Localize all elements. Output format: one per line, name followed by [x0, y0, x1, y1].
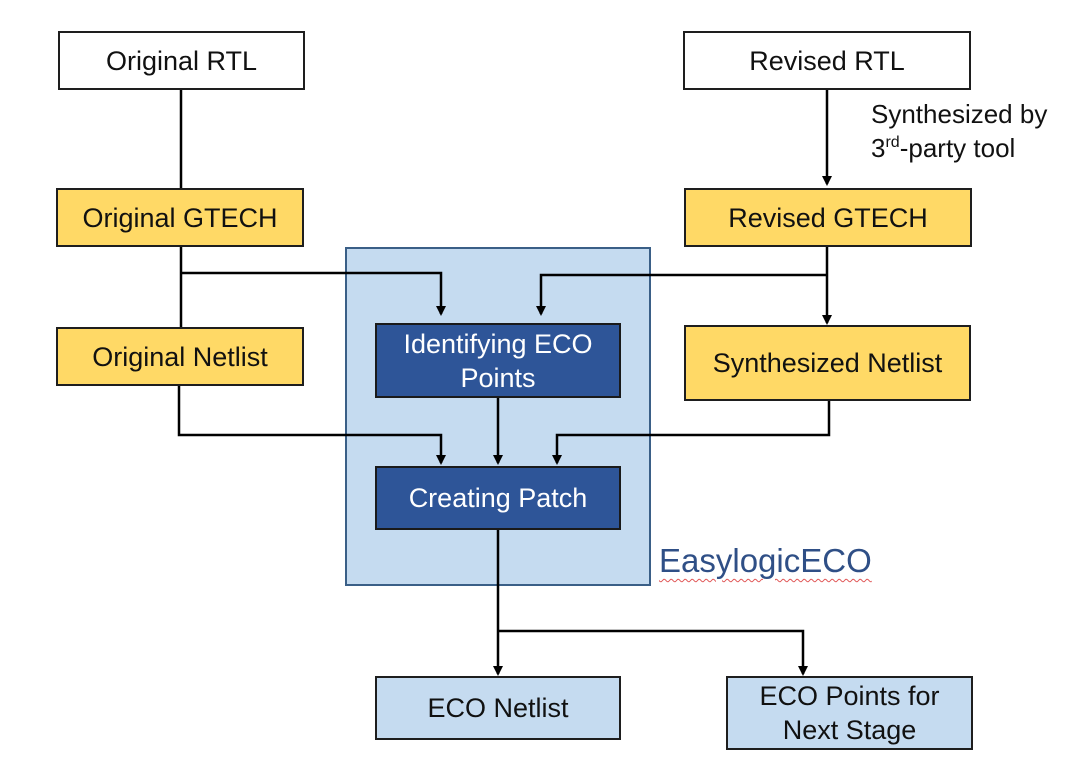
eco-points-next-stage-box: ECO Points for Next Stage — [726, 676, 973, 750]
edge-creating-to-next-stage — [498, 629, 808, 676]
original-netlist-box: Original Netlist — [56, 327, 304, 386]
revised-rtl-box: Revised RTL — [683, 31, 971, 90]
synthesis-annotation: Synthesized by 3rd-party tool — [871, 97, 1047, 165]
eco-netlist-box: ECO Netlist — [375, 676, 621, 740]
annotation-line-1: Synthesized by — [871, 99, 1048, 129]
original-netlist-label: Original Netlist — [92, 341, 268, 372]
revised-rtl-label: Revised RTL — [749, 45, 905, 76]
easylogiceco-label: EasylogicECO — [659, 542, 872, 579]
edge-revised-gtech-to-identifying — [536, 273, 827, 316]
edge-synth-netlist-to-creating — [552, 401, 831, 465]
revised-gtech-box: Revised GTECH — [684, 188, 972, 247]
creating-patch-label: Creating Patch — [408, 483, 588, 513]
eco-points-next-stage-label: ECO Points for Next Stage — [759, 681, 940, 745]
identifying-eco-points-box: Identifying ECO Points — [375, 323, 621, 398]
identifying-eco-points-label: Identifying ECO Points — [403, 328, 593, 393]
edge-original-netlist-to-creating — [177, 386, 446, 465]
revised-gtech-label: Revised GTECH — [728, 202, 928, 233]
original-gtech-box: Original GTECH — [56, 188, 304, 247]
original-rtl-box: Original RTL — [58, 31, 305, 90]
edge-original-gtech-to-identifying — [181, 271, 446, 316]
synthesized-netlist-label: Synthesized Netlist — [712, 348, 943, 378]
original-rtl-label: Original RTL — [105, 45, 258, 76]
creating-patch-box: Creating Patch — [375, 466, 621, 530]
annotation-line-2: 3rd-party tool — [871, 133, 1016, 163]
original-gtech-label: Original GTECH — [82, 202, 278, 233]
eco-netlist-label: ECO Netlist — [427, 693, 569, 723]
synthesized-netlist-box: Synthesized Netlist — [684, 325, 971, 401]
